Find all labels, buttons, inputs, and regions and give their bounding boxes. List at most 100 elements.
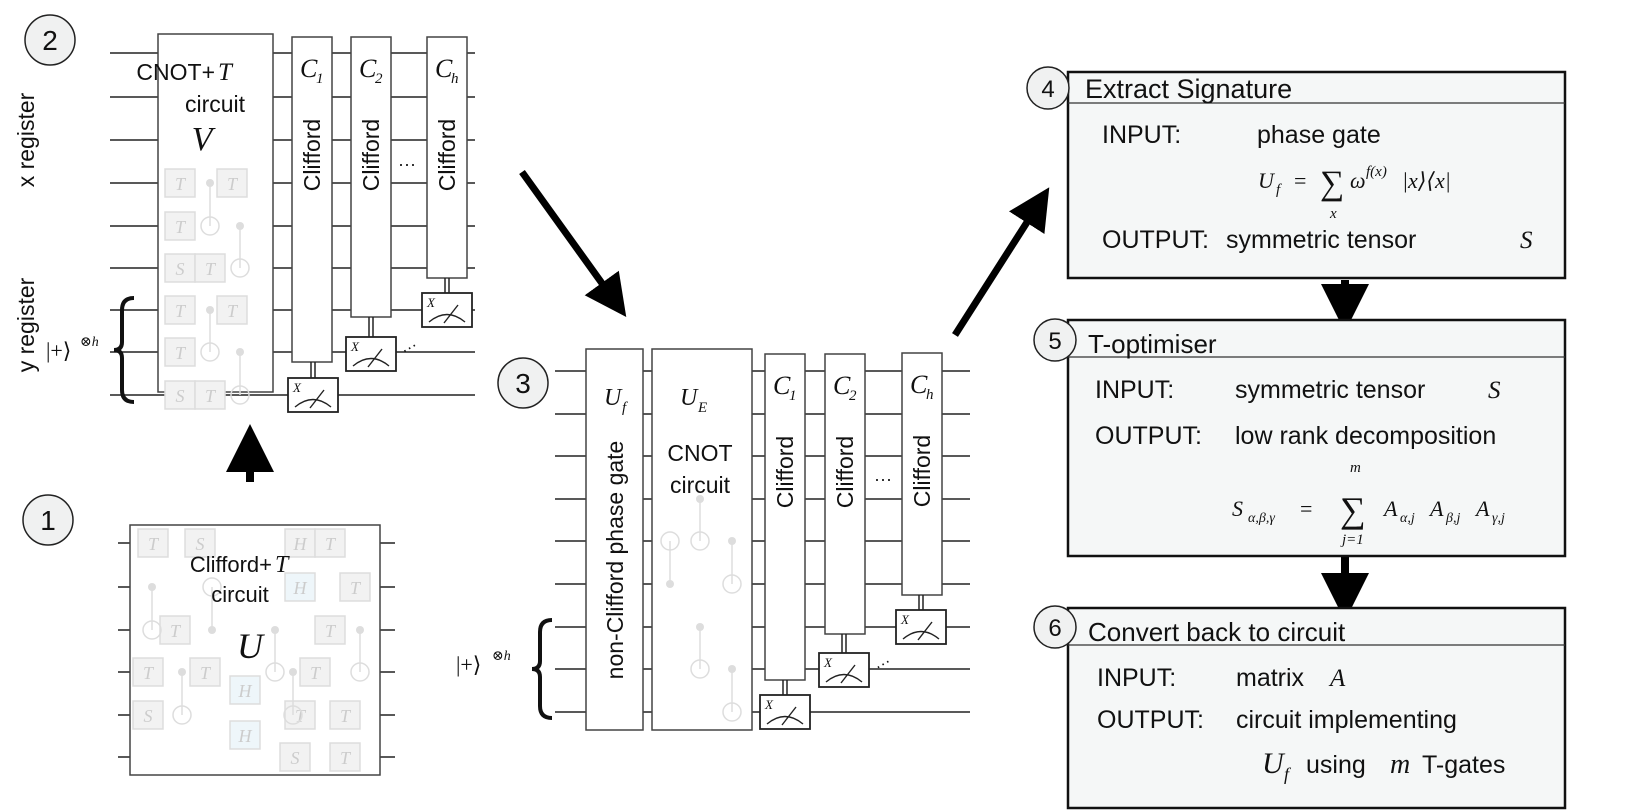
- cnot-control: [666, 580, 674, 588]
- faint-gate-label: T: [350, 578, 362, 598]
- cnot-control: [236, 222, 244, 230]
- step-number-badge: [1026, 66, 1070, 110]
- clifford-subscript: 2: [375, 71, 383, 87]
- faint-gate: [339, 572, 371, 602]
- faint-gate-label: T: [143, 663, 155, 683]
- faint-gate: [329, 700, 361, 730]
- faint-gate-label: H: [293, 534, 308, 554]
- input-symbol: S: [1488, 377, 1501, 404]
- step-number: 5: [1048, 328, 1061, 355]
- input-label: INPUT:: [1102, 121, 1181, 149]
- clifford-c-symbol: C: [833, 371, 851, 400]
- meter-needle-icon: [840, 664, 856, 684]
- diagonal-ellipsis: ···: [872, 653, 894, 676]
- formula-sum-lower: j=1: [1340, 532, 1364, 548]
- cnot-control: [178, 668, 186, 676]
- cnot-control: [206, 306, 214, 314]
- meter-arc-icon: [825, 673, 863, 683]
- tensor-power: ⊗h: [492, 649, 511, 664]
- faint-gate: [314, 528, 346, 558]
- meter-arc-icon: [352, 357, 390, 367]
- step-number-badge: [1033, 605, 1077, 649]
- faint-gate-label: T: [175, 301, 187, 321]
- faint-gate-label: H: [293, 578, 308, 598]
- step-title: T-optimiser: [1088, 329, 1217, 359]
- measurement-basis: X: [764, 697, 774, 712]
- cnot-target: [142, 620, 162, 640]
- faint-gate-label: H: [238, 681, 253, 701]
- meter-needle-icon: [367, 348, 383, 368]
- output-label: OUTPUT:: [1097, 706, 1204, 734]
- measurement-basis: X: [350, 339, 360, 354]
- clifford-block: [824, 353, 866, 635]
- cnot-target: [660, 531, 680, 551]
- ue-subscript: E: [697, 400, 707, 416]
- cnot-target: [722, 574, 742, 594]
- cnot-target: [200, 216, 220, 236]
- faint-gate-label: T: [175, 174, 187, 194]
- using-text: using: [1306, 751, 1366, 779]
- meter-arc-icon: [766, 715, 804, 725]
- clifford-block: [764, 353, 806, 681]
- circuit-label: circuit: [670, 472, 731, 498]
- meter-needle-icon: [443, 304, 459, 324]
- phase-gate-label: non-Clifford phase gate: [602, 441, 628, 680]
- clifford-block: [426, 36, 468, 279]
- faint-gate-label: T: [325, 534, 337, 554]
- block-subtitle: circuit: [185, 91, 246, 117]
- cnot-target: [690, 659, 710, 679]
- faint-gate: [299, 657, 331, 687]
- cnot-target: [172, 705, 192, 725]
- cnot-label: CNOT: [667, 440, 732, 466]
- ellipsis: ···: [398, 154, 416, 174]
- faint-gate: [216, 295, 248, 325]
- cnot-control: [289, 668, 297, 676]
- step-title: Extract Signature: [1085, 74, 1292, 104]
- unitary-symbol: U: [1262, 747, 1286, 780]
- step-4-extract-signature: 4 Extract Signature INPUT: phase gate U …: [1026, 66, 1567, 280]
- formula-exponent: f(x): [1366, 164, 1387, 180]
- faint-gate: [164, 168, 196, 198]
- step-title: Convert back to circuit: [1088, 617, 1346, 647]
- cnot-target: [722, 702, 742, 722]
- measurement-basis: X: [900, 612, 910, 627]
- faint-gate: [184, 528, 216, 558]
- meter-needle-icon: [781, 706, 797, 726]
- step-5-t-optimiser: 5 T-optimiser INPUT: symmetric tensor S …: [1033, 318, 1567, 558]
- clifford-label: Clifford: [358, 119, 384, 191]
- cnot-control: [728, 665, 736, 673]
- register-brace: [113, 296, 135, 404]
- formula-factor-b: A: [1428, 496, 1444, 521]
- faint-gate: [132, 657, 164, 687]
- block-title: CNOT+: [136, 59, 215, 85]
- y-register-label: y register: [13, 277, 39, 372]
- faint-gate-label: T: [200, 663, 212, 683]
- faint-gate: [189, 657, 221, 687]
- step-number-badge: [497, 357, 549, 409]
- t-gates-text: T-gates: [1422, 751, 1505, 779]
- clifford-label: Clifford: [909, 435, 935, 507]
- ellipsis: ···: [874, 469, 892, 489]
- measurement-basis: X: [426, 295, 436, 310]
- cnot-control: [208, 626, 216, 634]
- faint-gate: [164, 380, 196, 410]
- faint-gate-label: T: [325, 621, 337, 641]
- step-number: 2: [42, 25, 58, 56]
- faint-gate: [159, 615, 191, 645]
- cnot-target: [202, 577, 222, 597]
- clifford-label: Clifford: [772, 436, 798, 508]
- faint-gate-label: S: [196, 534, 205, 554]
- faint-gate-label: T: [148, 534, 160, 554]
- clifford-label: Clifford: [832, 436, 858, 508]
- cnot-control: [206, 179, 214, 187]
- arrow-3-to-4: [952, 187, 1050, 337]
- ket-plus: |+⟩: [46, 338, 71, 363]
- formula-factor-a: A: [1382, 496, 1398, 521]
- faint-gate: [329, 742, 361, 772]
- step-number: 4: [1041, 76, 1054, 103]
- faint-gate-label: T: [310, 663, 322, 683]
- step-number-badge: [1033, 318, 1077, 362]
- faint-gate-label: S: [144, 706, 153, 726]
- faint-gate-label: T: [175, 343, 187, 363]
